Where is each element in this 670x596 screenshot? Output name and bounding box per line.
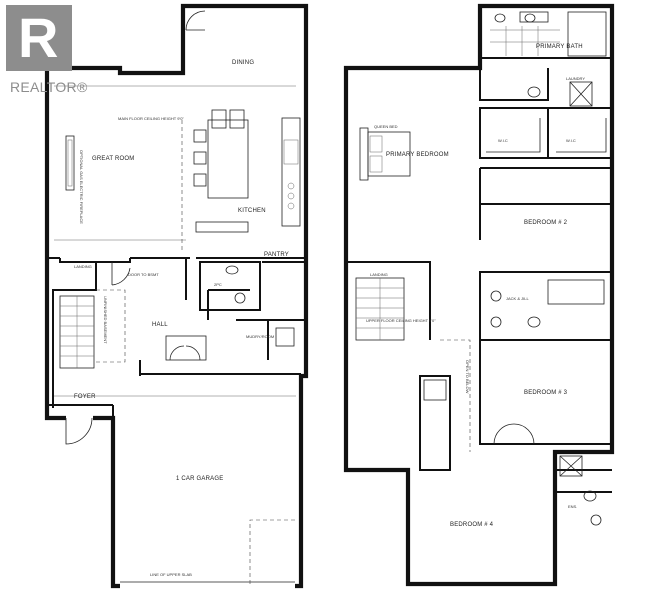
- label-garage: 1 CAR GARAGE: [176, 476, 223, 482]
- label-jack-jill: JACK & JILL: [506, 296, 529, 301]
- upper-stairs: [355, 277, 405, 341]
- garage-north-wall: [47, 373, 301, 418]
- stair-rail: [346, 261, 431, 340]
- laundry-washer: [423, 379, 447, 401]
- note-door-bsmt: DOOR TO BSMT: [128, 272, 159, 277]
- closet-doors: [169, 345, 201, 361]
- wic-shelf-2: [556, 118, 607, 153]
- jack-jill-sink-2: [490, 316, 502, 328]
- door-to-bsmt-swing: [111, 262, 131, 286]
- linen-box: [569, 81, 593, 107]
- label-kitchen: KITCHEN: [238, 208, 266, 214]
- label-primary-bedroom: PRIMARY BEDROOM: [386, 152, 449, 158]
- label-laundry: LAUNDRY: [566, 76, 585, 81]
- wic-shelf-1: [486, 118, 541, 153]
- note-upper-slab: LINE OF UPPER SLAB: [150, 572, 192, 577]
- kitchen-counters: [195, 117, 301, 233]
- stair-wall: [52, 262, 97, 408]
- wic-walls: [479, 107, 613, 159]
- realtor-wordmark: REALTOR®: [10, 79, 88, 95]
- linen-cross: [569, 81, 593, 107]
- queen-bed: [359, 127, 411, 181]
- kitchen-island: [193, 109, 249, 199]
- label-foyer: FOYER: [74, 394, 96, 400]
- label-mudroom: MUDRY/ROOM: [246, 334, 274, 339]
- upper-slab-line: [249, 519, 296, 584]
- jack-jill-toilet: [527, 316, 541, 328]
- primary-shower: [567, 11, 607, 57]
- jack-jill-walls: [479, 271, 613, 341]
- ensuite-sink: [590, 514, 602, 526]
- label-wic-2: W.I.C: [566, 138, 576, 143]
- dining-door-swing: [185, 10, 206, 31]
- ensuite-toilet: [583, 490, 597, 502]
- note-unfinished-basement: UNFINISHED BASEMENT: [103, 296, 108, 344]
- note-open-to-below: OPEN TO BELOW: [465, 360, 470, 394]
- landing-wall: [59, 258, 131, 263]
- ensuite-shower: [559, 455, 583, 477]
- laundry-tub: [275, 327, 295, 347]
- upper-floor-plan: PRIMARY BATH PRIMARY BEDROOM W.I.C W.I.C…: [343, 3, 615, 587]
- label-pantry: PANTRY: [264, 252, 289, 258]
- mud-wall: [236, 319, 306, 360]
- bedroom3-closet-doors: [493, 423, 535, 445]
- realtor-r-glyph: R: [18, 6, 59, 69]
- bedroom2-walls: [479, 168, 612, 240]
- label-bedroom-4: BEDROOM # 4: [450, 522, 494, 528]
- note-upper-ceiling: UPPER FLOOR CEILING HEIGHT 9'0": [366, 318, 436, 323]
- main-stairs: [59, 295, 95, 369]
- note-queen-bed: QUEEN BED: [374, 124, 398, 129]
- bath-sink-2: [524, 13, 536, 23]
- fireplace: [65, 135, 75, 191]
- hall-closet: [165, 335, 207, 361]
- label-hall: HALL: [152, 322, 168, 328]
- jack-jill-tub: [547, 279, 605, 305]
- label-great-room: GREAT ROOM: [92, 156, 134, 162]
- main-floor-plan: DINING GREAT ROOM KITCHEN PANTRY FOYER H…: [44, 3, 309, 589]
- label-ensuite: ENS.: [568, 504, 577, 509]
- note-fireplace: OPTIONAL GAS ELECTRIC FIREPLACE: [79, 150, 84, 224]
- laundry-walls: [419, 375, 451, 471]
- realtor-r-icon: R: [6, 5, 72, 71]
- ensuite-walls: [554, 452, 612, 493]
- bath-vanity-1: [519, 11, 549, 23]
- pantry-box: [199, 261, 261, 311]
- note-ceiling: MAIN FLOOR CEILING HEIGHT 9'0": [118, 116, 184, 121]
- basement-stair-outline: [96, 289, 126, 363]
- bedroom3-walls: [479, 340, 612, 445]
- label-dining: DINING: [232, 60, 254, 66]
- fireplace-inner: [67, 139, 73, 187]
- powder-wall: [207, 289, 250, 320]
- powder-sink: [234, 292, 246, 304]
- label-bedroom-2: BEDROOM # 2: [524, 220, 568, 226]
- bath-tile-grid: [490, 26, 560, 56]
- powder-toilet: [225, 265, 239, 275]
- front-door-swing: [65, 417, 93, 445]
- primary-bath-walls: [479, 40, 612, 101]
- label-powder: 2PC: [214, 282, 222, 287]
- label-wic-1: W.I.C: [498, 138, 508, 143]
- jack-jill-sink-1: [490, 290, 502, 302]
- label-main-landing: LANDING: [74, 264, 92, 269]
- label-upper-landing: LANDING: [370, 272, 388, 277]
- bath-sink-1: [494, 13, 506, 23]
- ensuite-shower-cross: [559, 455, 583, 477]
- label-bedroom-3: BEDROOM # 3: [524, 390, 568, 396]
- open-to-below-outline: [440, 339, 471, 452]
- label-primary-bath: PRIMARY BATH: [536, 44, 583, 50]
- realtor-logo: R REALTOR®: [6, 5, 87, 95]
- primary-toilet: [527, 86, 541, 98]
